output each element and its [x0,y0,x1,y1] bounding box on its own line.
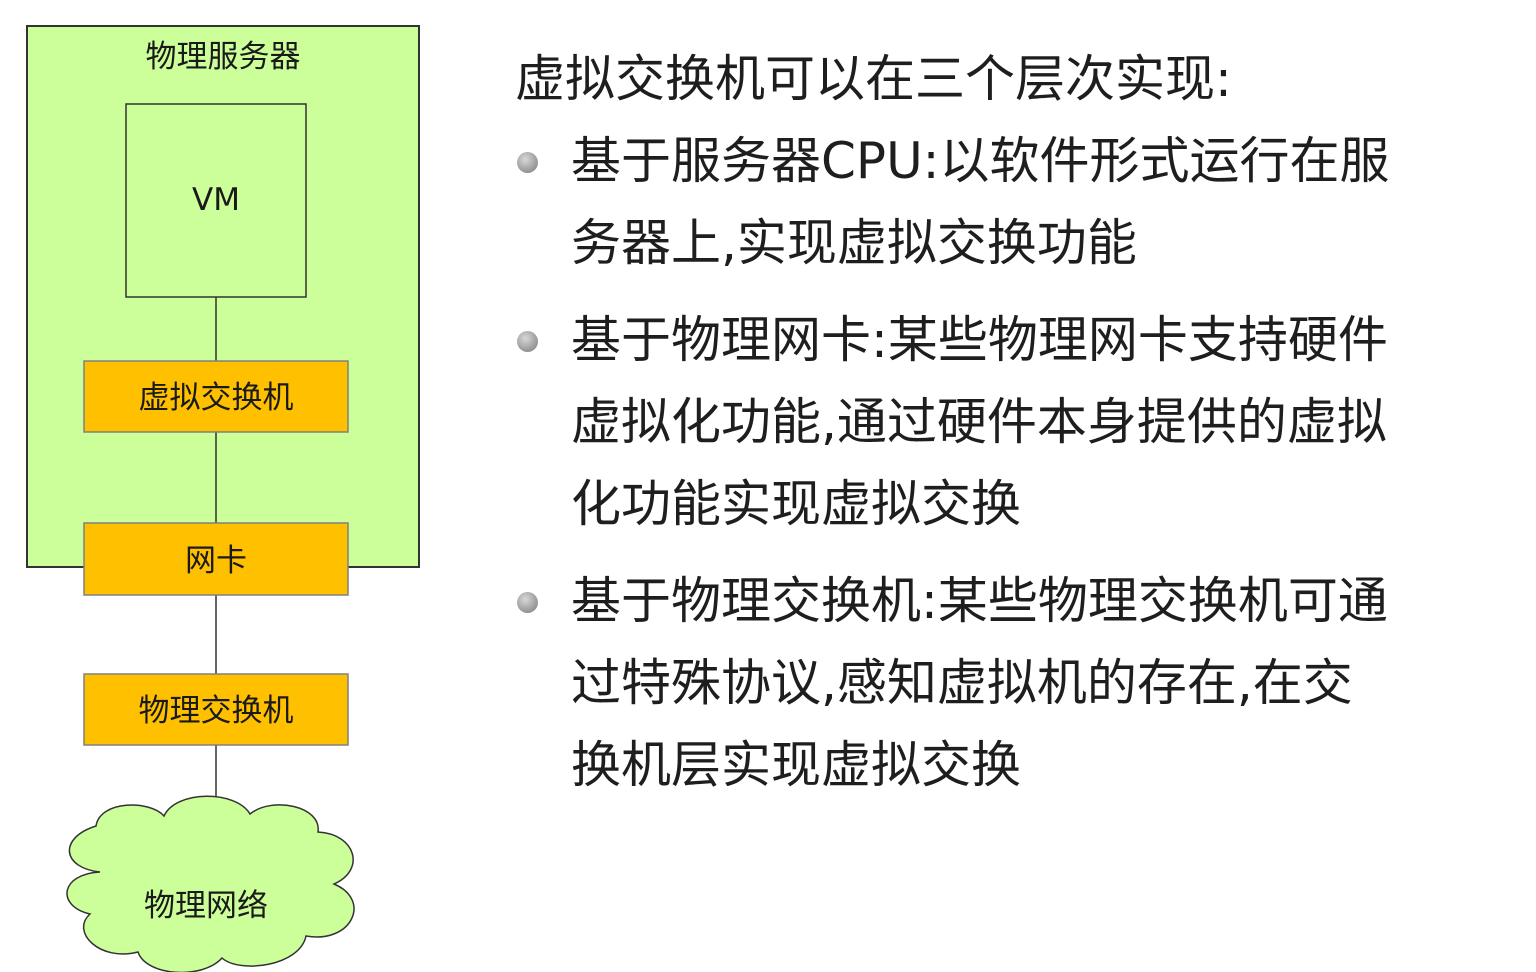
nic-label: 网卡 [185,543,247,579]
text-panel: 虚拟交换机可以在三个层次实现: 基于服务器CPU:以软件形式运行在服 务器上,实… [515,48,1520,821]
bullet-line: 务器上,实现虚拟交换功能 [571,214,1137,272]
bullet-text: 基于服务器CPU:以软件形式运行在服 务器上,实现虚拟交换功能 [571,120,1515,284]
physical-switch-label: 物理交换机 [139,693,294,729]
virtual-switch-box [83,360,349,433]
physical-network-label: 物理网络 [144,888,268,924]
physical-server-label: 物理服务器 [146,39,301,75]
nic-box [83,522,349,596]
virtual-switch-label: 虚拟交换机 [139,380,294,416]
bullet-line: 基于物理网卡:某些物理网卡支持硬件 [571,311,1388,369]
network-diagram: 物理服务器 VM 虚拟交换机 网卡 物理交换机 物理网络 [26,25,420,972]
vm-label: VM [192,182,240,218]
physical-network-cloud [66,795,355,972]
bullet-line: 化功能实现虚拟交换 [571,475,1021,533]
physical-switch-box [83,673,349,746]
bullet-item-switch: 基于物理交换机:某些物理交换机可通 过特殊协议,感知虚拟机的存在,在交 换机层实… [515,560,1520,806]
bullet-line: 换机层实现虚拟交换 [571,736,1021,794]
slide-heading: 虚拟交换机可以在三个层次实现: [515,50,1232,108]
bullet-line: 虚拟化功能,通过硬件本身提供的虚拟 [571,393,1387,451]
bullet-line: 过特殊协议,感知虚拟机的存在,在交 [571,654,1353,712]
bullet-dot-icon [517,331,538,352]
vm-box [125,103,307,298]
bullet-list: 基于服务器CPU:以软件形式运行在服 务器上,实现虚拟交换功能 基于物理网卡:某… [515,120,1520,806]
bullet-line: 基于物理交换机:某些物理交换机可通 [571,572,1388,630]
bullet-item-nic: 基于物理网卡:某些物理网卡支持硬件 虚拟化功能,通过硬件本身提供的虚拟 化功能实… [515,299,1520,545]
bullet-item-cpu: 基于服务器CPU:以软件形式运行在服 务器上,实现虚拟交换功能 [515,120,1520,284]
bullet-text: 基于物理交换机:某些物理交换机可通 过特殊协议,感知虚拟机的存在,在交 换机层实… [571,560,1515,806]
bullet-text: 基于物理网卡:某些物理网卡支持硬件 虚拟化功能,通过硬件本身提供的虚拟 化功能实… [571,299,1515,545]
bullet-dot-icon [517,592,538,613]
bullet-dot-icon [517,152,538,173]
bullet-line: 基于服务器CPU:以软件形式运行在服 [571,132,1390,190]
